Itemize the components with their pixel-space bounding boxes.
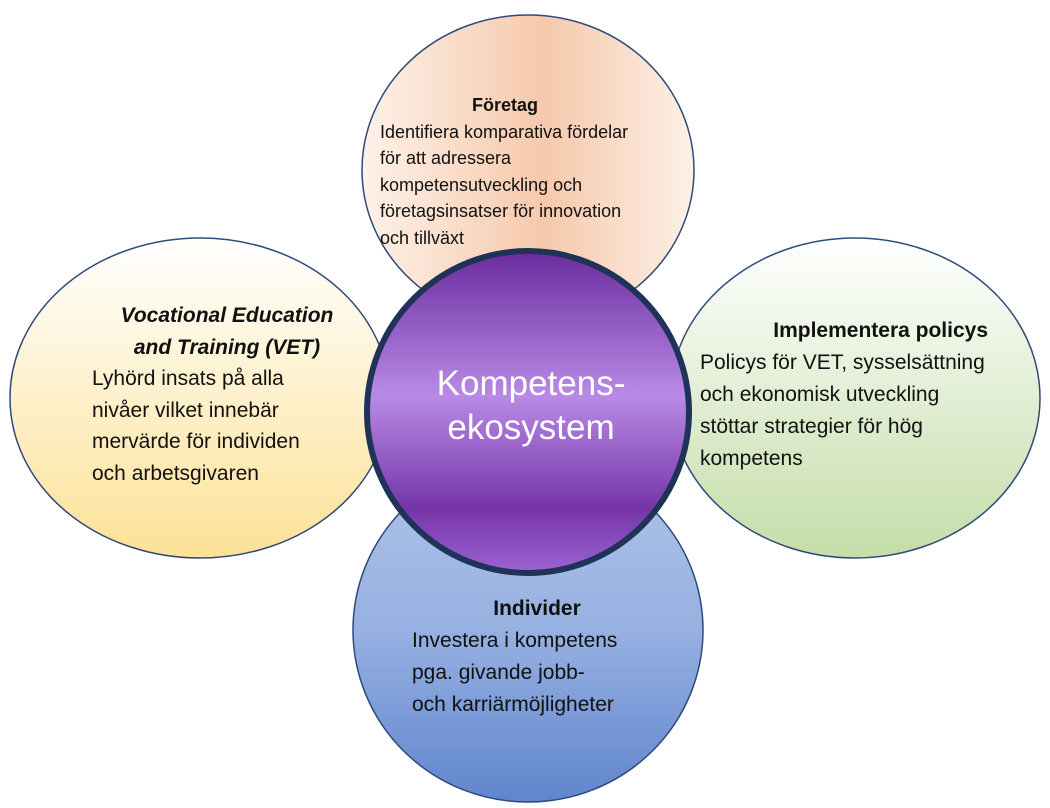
petal-left-line: nivåer vilket innebär bbox=[92, 398, 279, 422]
petal-top-line: och tillväxt bbox=[380, 227, 465, 248]
petal-bottom-line: pga. givande jobb- bbox=[412, 661, 585, 684]
center-label-line: Kompetens- bbox=[436, 364, 626, 403]
petal-top-text: Företag Identifiera komparativa fördelar… bbox=[380, 92, 710, 251]
petal-left-line: Lyhörd insats på alla bbox=[92, 367, 284, 390]
petal-right-line: Policys för VET, sysselsättning bbox=[700, 351, 985, 374]
petal-right-text: Implementera policys Policys för VET, sy… bbox=[700, 315, 1035, 475]
petal-top-title: Företag bbox=[471, 95, 538, 115]
petal-left-line: mervärde för individen bbox=[92, 430, 300, 453]
center-label-line: ekosystem bbox=[447, 408, 615, 447]
center-label: Kompetens- ekosystem bbox=[375, 362, 687, 450]
petal-left-line: och arbetsgivaren bbox=[92, 461, 259, 485]
petal-top-line: Identifiera komparativa fördelar bbox=[380, 121, 629, 142]
petal-bottom-text: Individer Investera i kompetens pga. giv… bbox=[412, 593, 702, 721]
petal-bottom-title: Individer bbox=[493, 597, 581, 620]
petal-right-title: Implementera policys bbox=[773, 319, 988, 342]
petal-left-title: Vocational Education bbox=[120, 304, 334, 327]
petal-top-line: för att adressera bbox=[380, 148, 512, 168]
petal-right-line: stöttar strategier för hög bbox=[700, 415, 923, 438]
petal-top-line: kompetensutveckling och bbox=[380, 174, 583, 195]
petal-right-line: kompetens bbox=[700, 447, 803, 470]
petal-right-line: och ekonomisk utveckling bbox=[700, 383, 940, 406]
petal-left-title: and Training (VET) bbox=[133, 335, 321, 359]
center-circle bbox=[364, 248, 692, 576]
petal-top-line: företagsinsatser för innovation bbox=[380, 201, 622, 221]
petal-bottom-line: Investera i kompetens bbox=[412, 629, 618, 652]
petal-left-text: Vocational Education and Training (VET) … bbox=[92, 300, 372, 489]
petal-bottom-line: och karriärmöjligheter bbox=[412, 693, 614, 716]
